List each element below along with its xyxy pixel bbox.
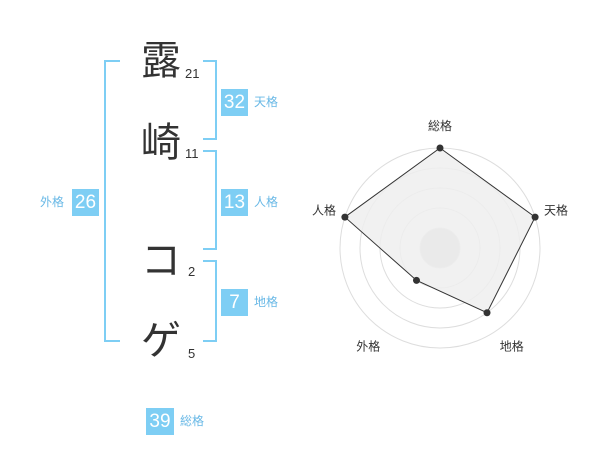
radar-point-0 (436, 144, 444, 152)
gaikaku-label: 外格 (40, 195, 65, 209)
soukaku-value-badge: 39 (146, 408, 174, 435)
radar-axis-label-2: 地格 (500, 339, 524, 354)
radar-point-3 (412, 276, 420, 284)
chikaku-value-badge: 7 (221, 289, 248, 316)
name-char-3: コ (141, 238, 181, 284)
stroke-count-1: 21 (185, 66, 200, 81)
gaikaku-bracket (104, 60, 120, 342)
radar-point-4 (341, 213, 349, 221)
radar-axis-label-1: 天格 (544, 202, 568, 217)
stroke-count-3: 2 (188, 264, 196, 279)
radar-point-1 (531, 213, 539, 221)
radar-axis-label-0: 総格 (428, 118, 452, 133)
radar-axis-label-4: 人格 (312, 202, 336, 217)
jinkaku-bracket (203, 150, 217, 250)
radar-axis-label-3: 外格 (356, 339, 380, 354)
tenkaku-bracket (203, 60, 217, 140)
chikaku-bracket (203, 260, 217, 342)
stroke-count-4: 5 (188, 346, 196, 361)
stroke-count-2: 11 (185, 146, 199, 161)
jinkaku-label: 人格 (254, 195, 279, 209)
radar-series-polygon (344, 147, 536, 314)
jinkaku-value-badge: 13 (221, 189, 248, 216)
name-char-1: 露 (141, 38, 181, 84)
tenkaku-value-badge: 32 (221, 89, 248, 116)
tenkaku-label: 天格 (254, 95, 279, 109)
gaikaku-value-badge: 26 (72, 189, 99, 216)
name-char-2: 崎 (141, 120, 181, 166)
chikaku-label: 地格 (254, 295, 279, 309)
radar-point-2 (483, 309, 491, 317)
soukaku-label: 総格 (180, 414, 205, 428)
name-char-4: ゲ (141, 318, 181, 364)
